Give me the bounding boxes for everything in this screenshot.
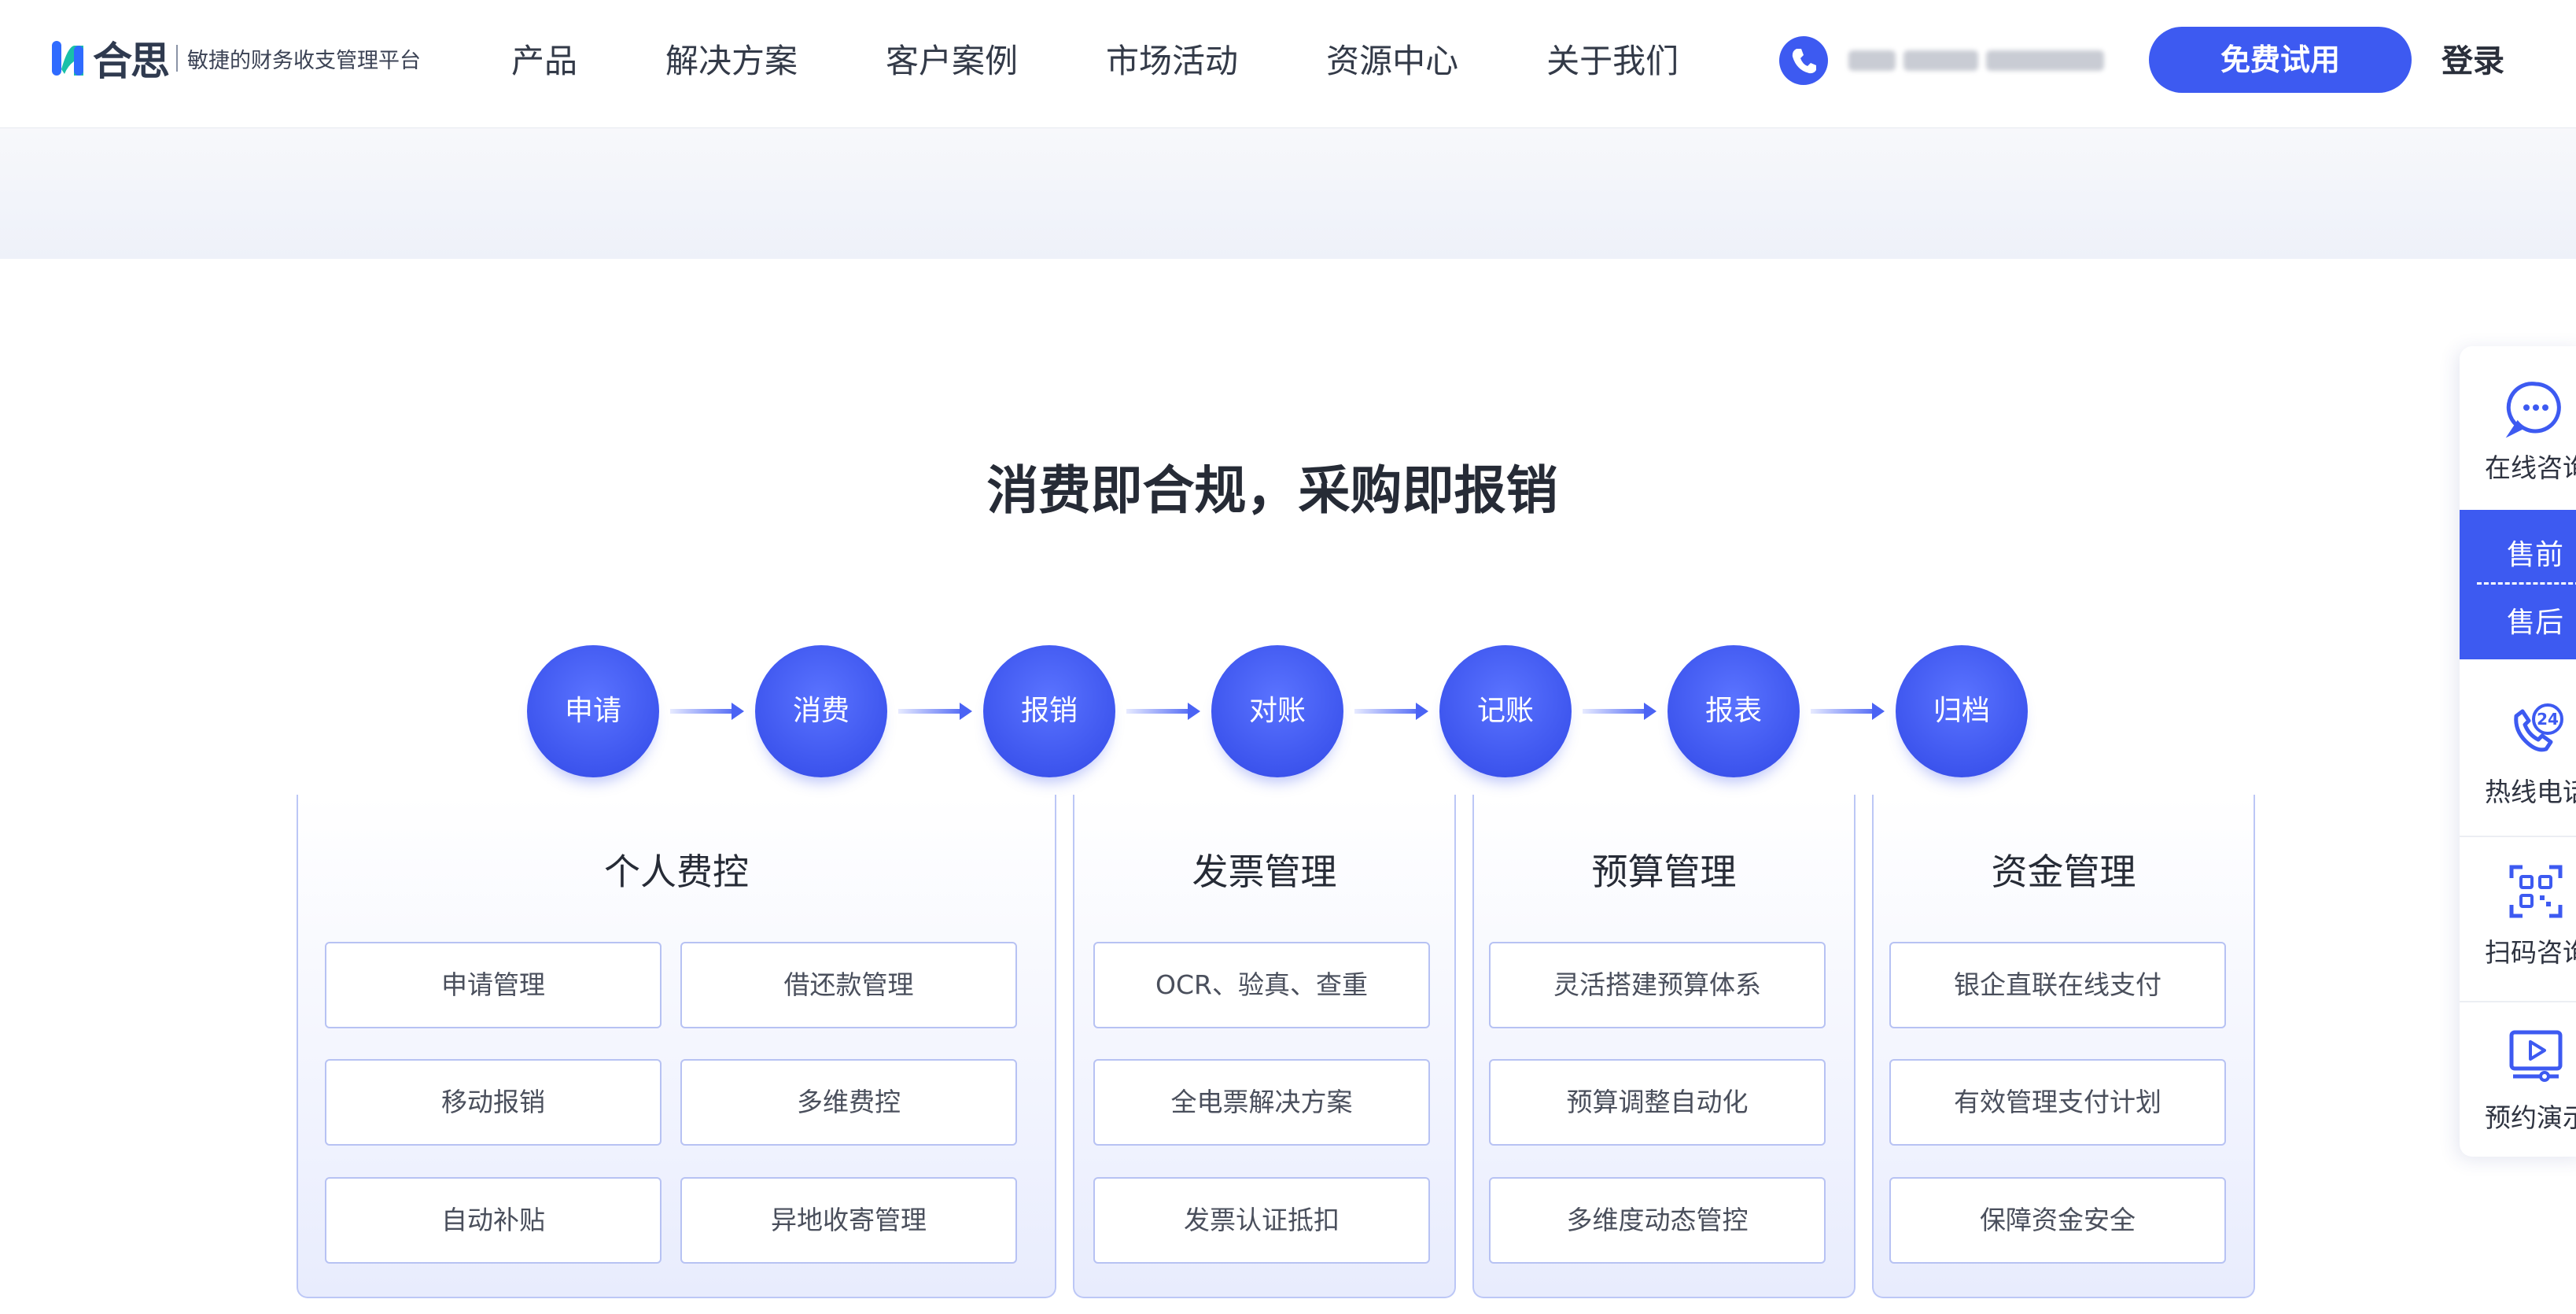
brand-slogan: 敏捷的财务收支管理平台	[187, 48, 421, 73]
step-circle: 记账	[1439, 645, 1572, 777]
pre-after-sale-block: 售前 售后	[2460, 510, 2576, 659]
pre-sale-button[interactable]: 售前	[2507, 539, 2564, 571]
step-circle: 对账	[1211, 645, 1343, 777]
hotline-badge-text: 24	[2537, 710, 2559, 729]
panel-title: 个人费控	[604, 851, 749, 893]
scan-consult-button[interactable]: 扫码咨询	[2460, 837, 2576, 1001]
flow-arrow	[1126, 703, 1200, 720]
feature-item[interactable]: 异地收寄管理	[680, 1177, 1017, 1264]
redacted-block	[1986, 50, 2104, 71]
book-demo-button[interactable]: 预约演示	[2460, 1002, 2576, 1157]
nav-item-about[interactable]: 关于我们	[1546, 42, 1679, 80]
free-trial-button[interactable]: 免费试用	[2149, 27, 2412, 93]
flow-arrow	[1354, 703, 1428, 720]
online-consult-button[interactable]: 在线咨询	[2460, 346, 2576, 504]
step-circle: 报销	[983, 645, 1115, 777]
panel-title: 预算管理	[1591, 851, 1737, 893]
login-link[interactable]: 登录	[2441, 43, 2504, 79]
after-sale-button[interactable]: 售后	[2507, 607, 2564, 639]
online-consult-label: 在线咨询	[2485, 452, 2576, 483]
feature-item[interactable]: 有效管理支付计划	[1889, 1059, 2226, 1146]
brand-name: 合思	[93, 39, 170, 84]
feature-item[interactable]: 发票认证抵扣	[1093, 1177, 1430, 1264]
logo[interactable]: 合思 敏捷的财务收支管理平台	[47, 35, 421, 84]
nav-item-cases[interactable]: 客户案例	[886, 42, 1019, 80]
flow-arrow	[670, 703, 744, 720]
feature-item[interactable]: 自动补贴	[325, 1177, 662, 1264]
feature-item[interactable]: 全电票解决方案	[1093, 1059, 1430, 1146]
sidebar-divider	[2460, 836, 2576, 837]
redacted-block	[1848, 50, 1896, 71]
flow-arrow	[1811, 703, 1885, 720]
feature-item[interactable]: OCR、验真、查重	[1093, 942, 1430, 1028]
chat-bubble-icon	[2505, 382, 2561, 438]
phone-24-icon: 24	[2514, 703, 2563, 752]
phone-number-redacted	[1848, 49, 2112, 72]
feature-item[interactable]: 预算调整自动化	[1489, 1059, 1826, 1146]
feature-item[interactable]: 多维费控	[680, 1059, 1017, 1146]
book-demo-label: 预约演示	[2485, 1102, 2576, 1133]
video-play-icon	[2509, 1030, 2563, 1082]
top-header: 合思 敏捷的财务收支管理平台 产品 解决方案 客户案例 市场活动 资源中心 关于…	[0, 0, 2576, 128]
nav-item-resources[interactable]: 资源中心	[1326, 42, 1459, 80]
panel-title: 发票管理	[1192, 851, 1337, 893]
hotline-label: 热线电话	[2485, 777, 2576, 807]
feature-item[interactable]: 银企直联在线支付	[1889, 942, 2226, 1028]
step-circle: 消费	[755, 645, 887, 777]
section-title: 消费即合规，采购即报销	[986, 460, 1558, 521]
feature-item[interactable]: 灵活搭建预算体系	[1489, 942, 1826, 1028]
nav-item-events[interactable]: 市场活动	[1106, 42, 1239, 80]
scan-consult-label: 扫码咨询	[2485, 937, 2576, 968]
hotline-button[interactable]: 24 热线电话	[2460, 669, 2576, 836]
flow-arrow	[1583, 703, 1657, 720]
feature-item[interactable]: 多维度动态管控	[1489, 1177, 1826, 1264]
feature-item[interactable]: 借还款管理	[680, 942, 1017, 1028]
qr-code-icon	[2509, 865, 2563, 918]
panel-title: 资金管理	[1991, 851, 2136, 893]
nav-item-products[interactable]: 产品	[511, 42, 578, 80]
banner-strip	[0, 128, 2576, 259]
step-circle: 归档	[1896, 645, 2028, 777]
phone-icon[interactable]	[1779, 36, 1828, 85]
feature-item[interactable]: 申请管理	[325, 942, 662, 1028]
nav-item-solutions[interactable]: 解决方案	[665, 42, 798, 80]
logo-mark-icon	[52, 41, 83, 76]
floating-sidebar: 在线咨询 24 热线电话 扫码咨询 预约演示	[2460, 346, 2576, 1157]
feature-item[interactable]: 移动报销	[325, 1059, 662, 1146]
sidebar-divider	[2460, 1001, 2576, 1002]
feature-item[interactable]: 保障资金安全	[1889, 1177, 2226, 1264]
logo-divider	[176, 45, 178, 72]
main-nav: 产品 解决方案 客户案例 市场活动 资源中心 关于我们	[511, 36, 1767, 87]
sale-divider	[2477, 582, 2576, 585]
flow-arrow	[898, 703, 972, 720]
step-circle: 申请	[527, 645, 659, 777]
step-circle: 报表	[1668, 645, 1800, 777]
redacted-block	[1903, 50, 1978, 71]
